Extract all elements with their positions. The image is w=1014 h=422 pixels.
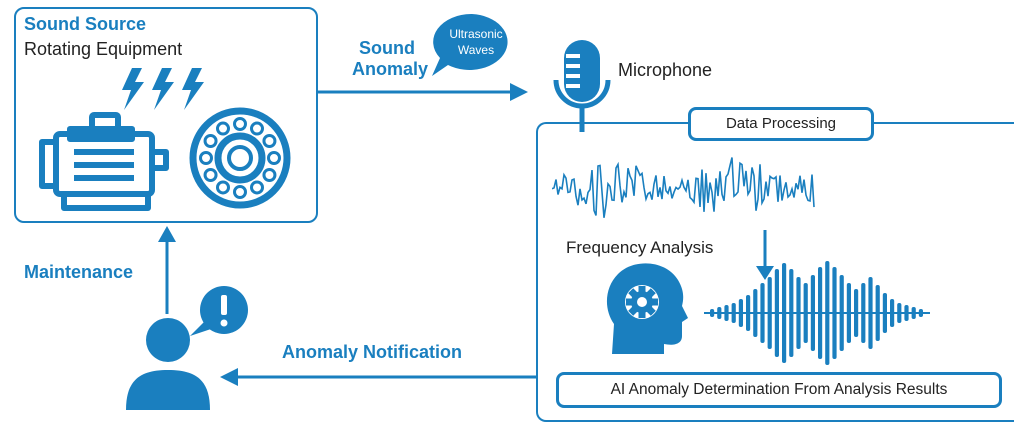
ai-head-gear-icon — [606, 263, 688, 354]
anomaly-notification-arrow — [220, 368, 538, 386]
sound-source-subtitle: Rotating Equipment — [24, 39, 183, 59]
microphone-icon — [553, 40, 611, 132]
alert-bubble-icon — [190, 286, 248, 336]
spectrum-icon — [704, 261, 930, 365]
down-arrow — [756, 230, 774, 280]
maintenance-arrow — [158, 226, 176, 314]
microphone-label: Microphone — [618, 60, 713, 80]
sound-source-title: Sound Source — [24, 14, 147, 34]
ultrasonic-line1: Ultrasonic — [449, 27, 503, 41]
bearing-icon — [189, 107, 291, 209]
motor-icon — [39, 112, 169, 211]
ultrasonic-line2: Waves — [457, 43, 495, 57]
maintenance-label: Maintenance — [24, 262, 134, 282]
data-processing-header: Data Processing — [688, 107, 874, 141]
sound-anomaly-label-line2: Anomaly — [352, 59, 429, 79]
sound-anomaly-label-line1: Sound — [359, 38, 415, 58]
ultrasonic-bubble-text: Ultrasonic Waves — [438, 26, 514, 58]
waveform-icon — [552, 157, 815, 218]
sound-source-box — [14, 7, 318, 223]
anomaly-notification-label: Anomaly Notification — [282, 342, 463, 362]
ai-result-label: AI Anomaly Determination From Analysis R… — [556, 372, 1002, 408]
lightning-bolt-icon — [122, 68, 204, 110]
sound-anomaly-arrow — [318, 83, 528, 101]
sound-anomaly-label: Sound Anomaly — [352, 38, 429, 80]
frequency-analysis-label: Frequency Analysis — [566, 238, 714, 257]
person-icon — [126, 318, 210, 410]
ultrasonic-bubble — [432, 13, 508, 77]
